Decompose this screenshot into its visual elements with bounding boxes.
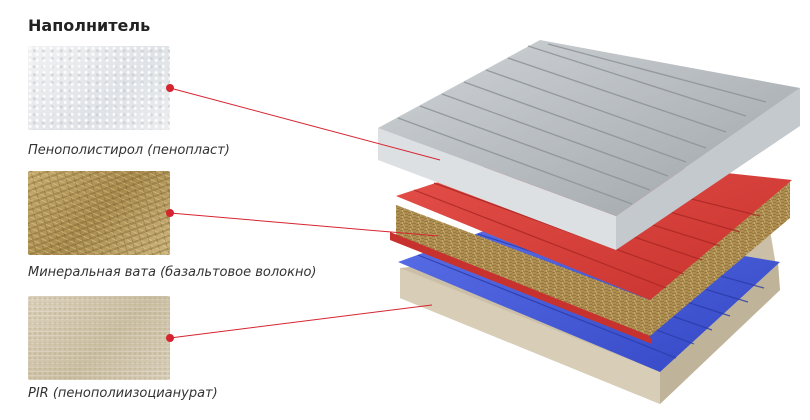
label-mineral-wool: Минеральная вата (базальтовое волокно) <box>28 265 317 280</box>
pointer-lines <box>166 84 441 342</box>
label-pir: PIR (пенополиизоцианурат) <box>28 386 218 401</box>
pointer-dot-mineral-wool <box>166 209 174 217</box>
swatch-polystyrene <box>28 46 170 130</box>
swatch-pir <box>28 296 170 380</box>
swatch-mineral-wool <box>28 171 170 255</box>
top-panel-steel <box>378 40 800 250</box>
label-polystyrene: Пенополистирол (пенопласт) <box>28 143 230 158</box>
section-title: Наполнитель <box>28 16 151 35</box>
pointer-dot-pir <box>166 334 174 342</box>
pointer-dot-polystyrene <box>166 84 174 92</box>
